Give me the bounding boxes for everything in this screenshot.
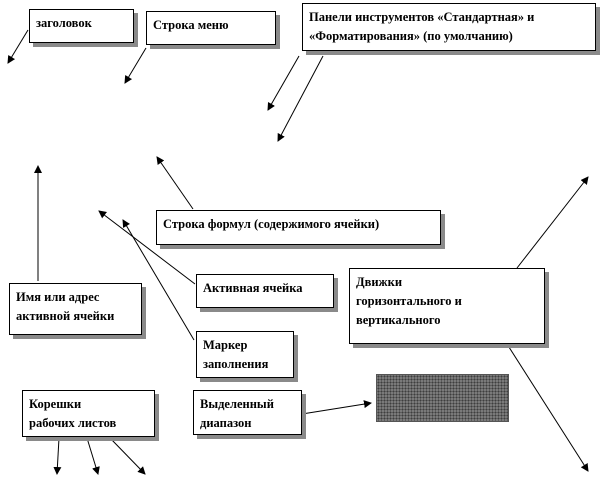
name-box-label-line1: Имя или адрес — [16, 290, 100, 304]
scrollbars-label-line3: вертикального — [356, 312, 441, 327]
fill-handle-label-line2: заполнения — [203, 356, 269, 371]
fill-handle-callout: Маркер заполнения — [196, 331, 294, 378]
arrow-tab-2 — [86, 437, 100, 475]
formula-bar-label: Строка формул (содержимого ячейки) — [163, 217, 380, 231]
scrollbars-callout: Движки горизонтального и вертикального — [349, 268, 545, 344]
toolbars-label-line2: «Форматирования» (по умолчанию) — [309, 28, 513, 43]
formula-bar-callout: Строка формул (содержимого ячейки) — [156, 210, 441, 245]
arrow-selected-range — [301, 400, 372, 415]
arrow-formula-bar — [156, 156, 194, 210]
arrow-scrollbar-down — [506, 343, 589, 472]
arrow-fill-handle — [122, 219, 195, 341]
scrollbars-label-line1: Движки — [356, 275, 403, 289]
toolbars-label-line1: Панели инструментов «Стандартная» и — [309, 10, 535, 24]
sheet-tabs-label-line1: Корешки — [29, 397, 82, 411]
selected-range-callout: Выделенный диапазон — [193, 390, 302, 435]
sheet-tabs-callout: Корешки рабочих листов — [22, 390, 155, 437]
arrow-tab-1 — [53, 437, 62, 475]
selected-range-label-line1: Выделенный — [200, 397, 274, 411]
arrow-tab-3 — [109, 437, 146, 475]
selected-range-label-line2: диапазон — [200, 415, 252, 430]
name-box-label-line2: активной ячейки — [16, 308, 115, 323]
fill-handle-label-line1: Маркер — [203, 338, 248, 352]
arrow-menu-bar — [124, 47, 147, 84]
arrow-title-bar — [7, 29, 29, 64]
title-bar-callout: заголовок — [29, 9, 134, 43]
active-cell-label: Активная ячейка — [203, 281, 303, 295]
active-cell-callout: Активная ячейка — [196, 274, 334, 308]
arrow-active-cell — [98, 210, 196, 285]
name-box-callout: Имя или адрес активной ячейки — [9, 283, 142, 335]
arrow-toolbar-b — [277, 55, 324, 142]
menu-bar-label: Строка меню — [153, 18, 229, 32]
menu-bar-callout: Строка меню — [146, 11, 276, 45]
scrollbars-label-line2: горизонтального и — [356, 293, 462, 308]
selected-range-swatch — [376, 374, 509, 422]
arrow-scrollbar-up — [516, 176, 589, 269]
arrow-toolbar-a — [267, 55, 300, 111]
sheet-tabs-label-line2: рабочих листов — [29, 415, 117, 430]
title-bar-label: заголовок — [36, 16, 92, 30]
toolbars-callout: Панели инструментов «Стандартная» и «Фор… — [302, 3, 596, 51]
